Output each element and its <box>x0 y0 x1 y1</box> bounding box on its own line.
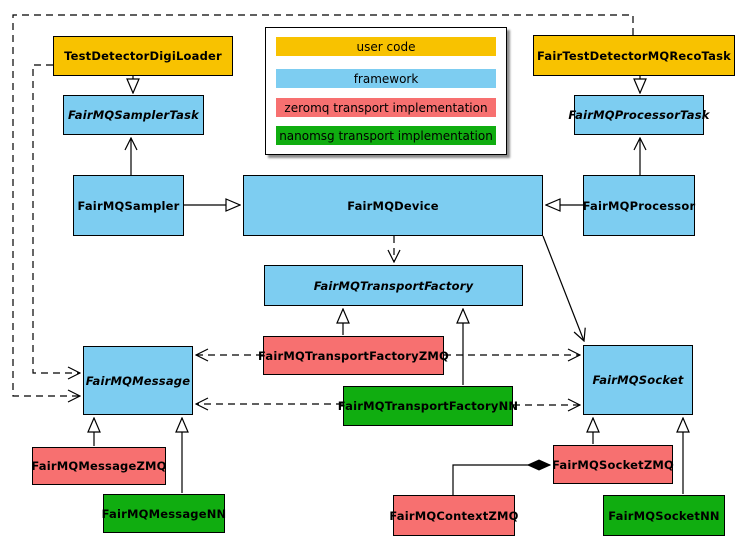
class-fairmqtransportfactory: FairMQTransportFactory <box>264 265 523 306</box>
class-fairmqsamplertask: FairMQSamplerTask <box>63 95 204 135</box>
legend-item-nanomsg: nanomsg transport implementation <box>276 126 496 145</box>
class-fairmqmessagezmq: FairMQMessageZMQ <box>31 447 166 485</box>
class-fairmqsocketnn: FairMQSocketNN <box>603 495 725 536</box>
class-fairmqdevice: FairMQDevice <box>243 175 543 236</box>
legend-item-framework: framework <box>276 69 496 88</box>
legend-item-zeromq: zeromq transport implementation <box>276 98 496 117</box>
class-fairmqprocessor: FairMQProcessor <box>583 175 695 236</box>
legend-item-user-code: user code <box>276 37 496 56</box>
class-fairmqtransportfactorynn: FairMQTransportFactoryNN <box>338 386 518 426</box>
class-fairmqmessagenn: FairMQMessageNN <box>102 494 226 533</box>
class-fairmqtransportfactoryzmq: FairMQTransportFactoryZMQ <box>258 336 449 375</box>
class-fairmqprocessortask: FairMQProcessorTask <box>568 95 709 135</box>
class-fairmqsampler: FairMQSampler <box>73 175 184 236</box>
legend: user code framework zeromq transport imp… <box>265 27 507 155</box>
class-fairmqcontextzmq: FairMQContextZMQ <box>389 495 518 536</box>
class-fairmqmessage: FairMQMessage <box>83 346 193 415</box>
class-fairtestdetectormqrecotask: FairTestDetectorMQRecoTask <box>533 35 735 76</box>
edge-device-socket <box>542 235 584 341</box>
class-testdetectordigiloader: TestDetectorDigiLoader <box>53 36 233 76</box>
edge-recotask-message <box>12 14 634 396</box>
edge-contextzmq-socketzmq <box>452 465 550 495</box>
class-fairmqsocket: FairMQSocket <box>583 345 693 415</box>
class-fairmqsocketzmq: FairMQSocketZMQ <box>552 445 674 484</box>
edge-digiloader-message <box>32 64 80 373</box>
